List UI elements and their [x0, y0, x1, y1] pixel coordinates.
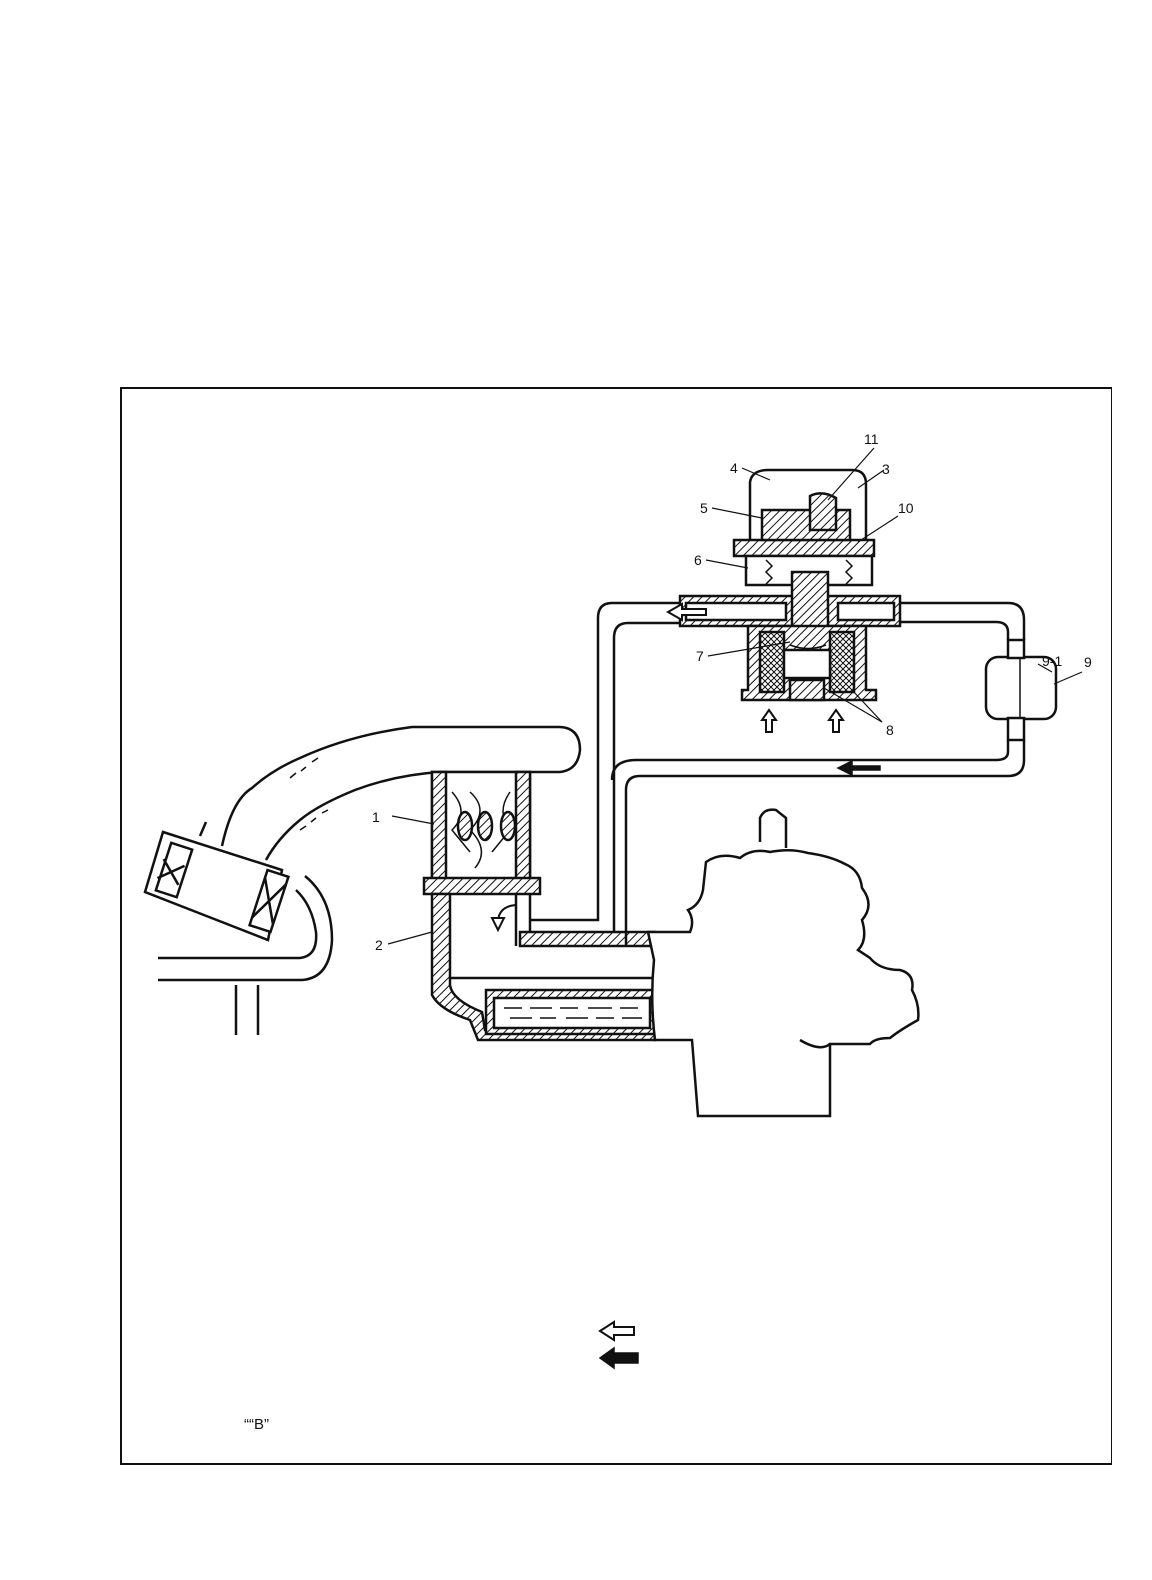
part-label-2: 2: [375, 937, 383, 953]
oil-separator: [424, 772, 540, 894]
part-label-8: 8: [886, 722, 894, 738]
flow-curved-arrow-icon: [492, 905, 516, 930]
legend-solid-arrow-icon: [600, 1348, 638, 1368]
part-label-1: 1: [372, 809, 380, 825]
inlet-arrow-icon: [762, 710, 843, 732]
pcv-valve: [680, 470, 900, 700]
air-cleaner: [145, 822, 332, 1035]
part-label-4: 4: [730, 460, 738, 476]
part-label-10: 10: [898, 500, 914, 516]
reference-mark: ““B”: [244, 1416, 269, 1433]
part-label-7: 7: [696, 648, 704, 664]
part-label-11: 11: [864, 431, 879, 447]
part-label-6: 6: [694, 552, 702, 568]
legend-hollow-arrow-icon: [600, 1322, 634, 1340]
part-label-5: 5: [700, 500, 708, 516]
solid-arrow-icon: [838, 761, 880, 775]
part-label-9-1: 9-1: [1042, 653, 1062, 669]
crankcase-channel: [432, 894, 656, 1040]
engine-block: [648, 810, 918, 1116]
part-label-9: 9: [1084, 654, 1092, 670]
part-label-3: 3: [882, 461, 890, 477]
